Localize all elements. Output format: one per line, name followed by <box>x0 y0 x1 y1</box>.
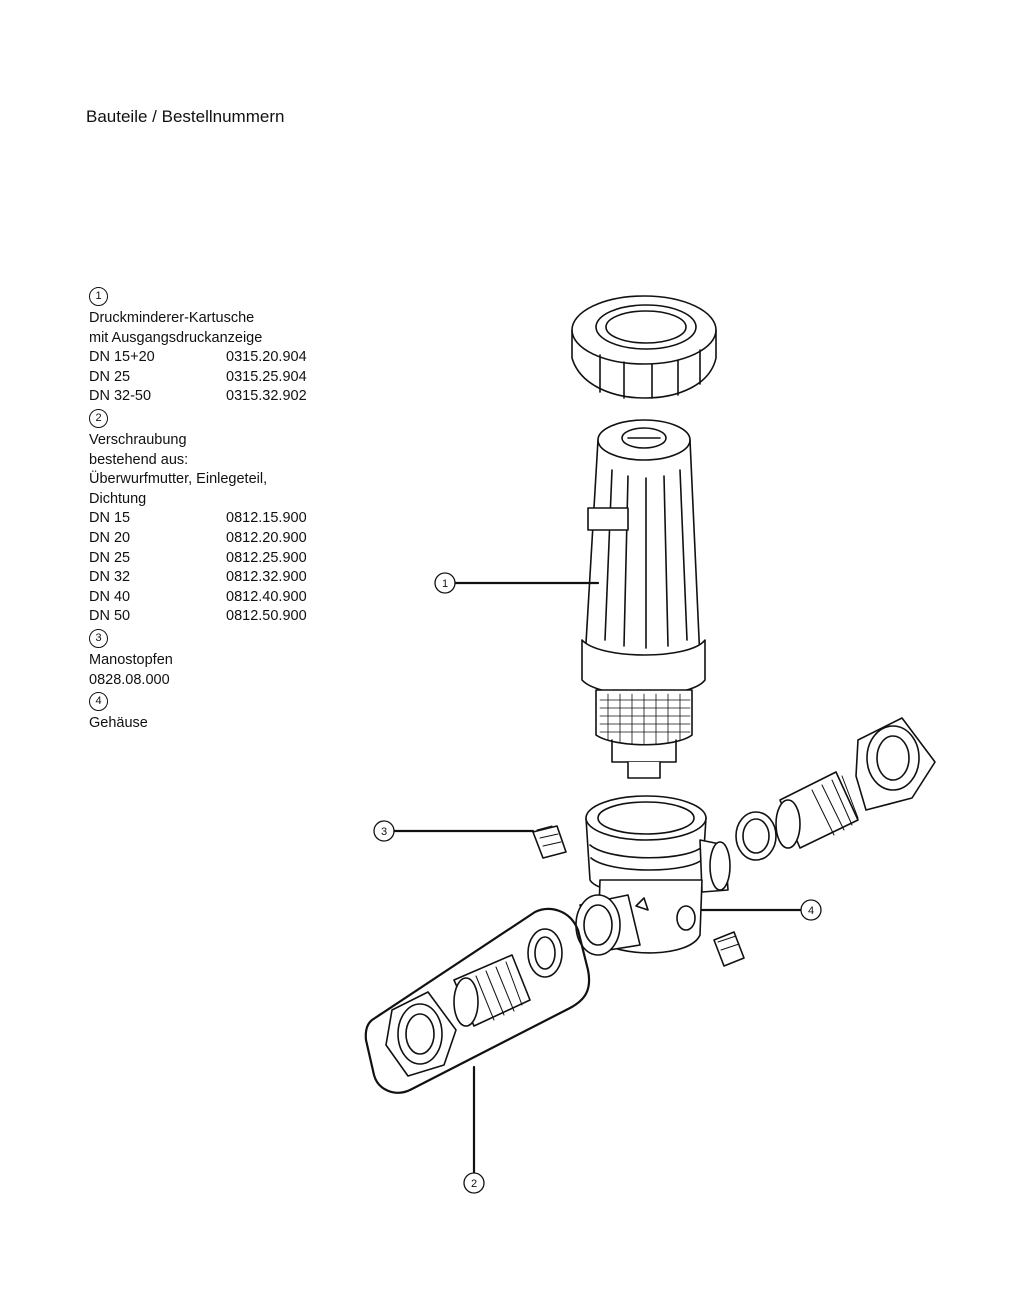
dn-size: DN 15 <box>89 510 131 527</box>
part-description: Dichtung <box>89 490 147 507</box>
order-number: 0812.15.900 <box>226 510 307 527</box>
callout-2 <box>463 1172 485 1194</box>
part-1: 1 Druckminderer-Kartusche mit Ausgangsdr… <box>89 287 329 407</box>
order-row: DN 15+20 0315.20.904 <box>89 348 329 368</box>
part-description: Gehäuse <box>89 715 148 732</box>
page-title: Bauteile / Bestellnummern <box>86 107 285 126</box>
part-3: 3 Manostopfen 0828.08.000 <box>89 628 329 690</box>
order-number: 0315.25.904 <box>226 368 307 385</box>
housing <box>575 795 731 956</box>
callout-3 <box>373 820 395 842</box>
mano-plug-right <box>713 931 745 967</box>
dn-size: DN 32-50 <box>89 388 152 405</box>
dn-size: DN 40 <box>89 588 131 605</box>
callout-1 <box>434 572 456 594</box>
order-row: DN 40 0812.40.900 <box>89 588 329 608</box>
part-description: Manostopfen <box>89 651 173 668</box>
order-number: 0315.32.902 <box>226 388 307 405</box>
order-row: DN 15 0812.15.900 <box>89 509 329 529</box>
part-number-badge: 2 <box>89 408 108 428</box>
order-row: DN 32-50 0315.32.902 <box>89 387 329 407</box>
fitting-right <box>735 717 936 861</box>
part-number-badge: 1 <box>89 287 108 306</box>
callout-4-label: 4 <box>808 905 814 917</box>
order-row: DN 50 0812.50.900 <box>89 607 329 627</box>
part-description: Überwurfmutter, Einlegeteil, <box>89 471 268 488</box>
part-number-badge: 3 <box>89 628 108 648</box>
order-number: 0812.20.900 <box>226 529 307 546</box>
mano-plug-left <box>532 825 567 859</box>
dn-size: DN 50 <box>89 608 131 625</box>
callout-3-label: 3 <box>381 826 387 838</box>
order-number: 0812.40.900 <box>226 588 307 605</box>
order-row: DN 20 0812.20.900 <box>89 529 329 549</box>
part-description: 0828.08.000 <box>89 671 170 688</box>
cartridge-body <box>581 419 706 779</box>
dn-size: DN 25 <box>89 549 131 566</box>
order-row: DN 32 0812.32.900 <box>89 568 329 588</box>
fitting-left-group <box>364 907 591 1094</box>
order-number: 0315.20.904 <box>226 349 307 366</box>
callout-2-label: 2 <box>471 1178 477 1190</box>
part-4: 4 Gehäuse <box>89 692 329 734</box>
order-row: DN 25 0812.25.900 <box>89 549 329 569</box>
part-description: bestehend aus: <box>89 451 189 468</box>
cartridge-nut <box>571 295 717 399</box>
callout-4 <box>800 899 822 921</box>
part-description: Druckminderer-Kartusche <box>89 310 255 326</box>
part-number-badge: 4 <box>89 692 108 712</box>
cartridge-screen <box>599 693 691 745</box>
callout-1-label: 1 <box>442 578 448 590</box>
part-description: mit Ausgangsdruckanzeige <box>89 329 263 346</box>
part-2: 2 Verschraubung bestehend aus: Überwurfm… <box>89 408 329 627</box>
order-number: 0812.32.900 <box>226 569 307 586</box>
dn-size: DN 32 <box>89 569 131 586</box>
order-row: DN 25 0315.25.904 <box>89 368 329 388</box>
parts-list: 1 Druckminderer-Kartusche mit Ausgangsdr… <box>89 285 329 734</box>
dn-size: DN 25 <box>89 368 131 385</box>
dn-size: DN 20 <box>89 529 131 546</box>
order-number: 0812.25.900 <box>226 549 307 566</box>
order-number: 0812.50.900 <box>226 608 307 625</box>
part-description: Verschraubung <box>89 431 187 448</box>
dn-size: DN 15+20 <box>89 349 155 366</box>
